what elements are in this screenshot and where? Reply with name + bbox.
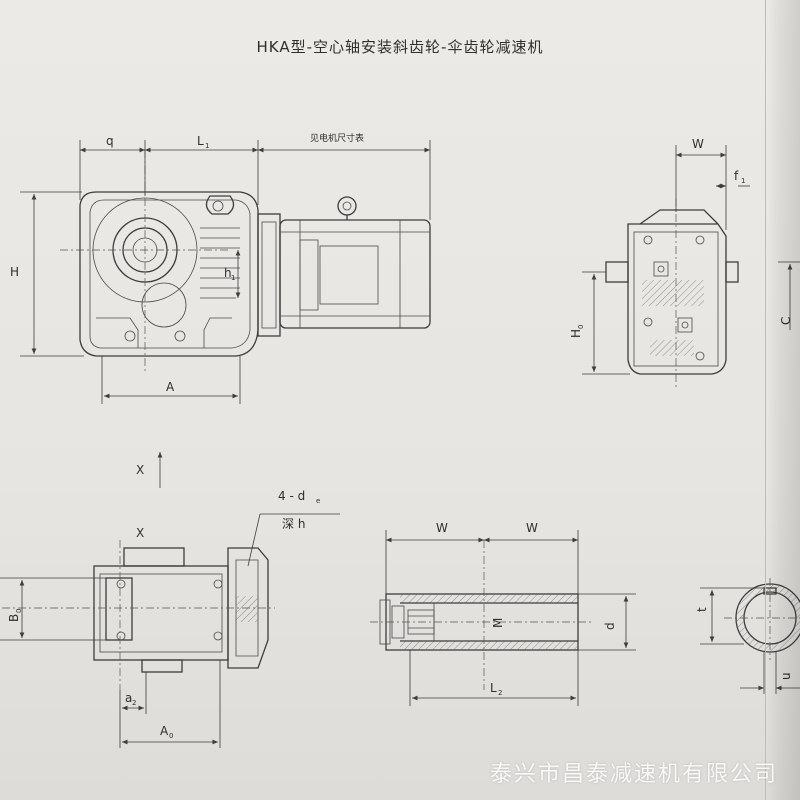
label-W-left: W: [436, 521, 448, 535]
label-A0: A: [160, 724, 169, 738]
side-view: [582, 145, 800, 390]
label-X-view: X: [136, 526, 144, 540]
top-view: [0, 513, 340, 748]
label-a2: a: [125, 691, 132, 705]
shaft-cross-section: [700, 578, 800, 694]
label-h1-sub: 1: [231, 274, 235, 282]
label-f1-sub: 1: [741, 177, 745, 185]
label-W: W: [692, 137, 704, 151]
label-A0-sub: 0: [169, 732, 173, 740]
label-d: d: [603, 622, 617, 630]
label-holes: 4 - d: [278, 489, 305, 503]
page-title: HKA型-空心轴安装斜齿轮-伞齿轮减速机: [256, 38, 544, 56]
label-B0: B: [7, 614, 21, 622]
label-H0: H: [569, 329, 583, 338]
label-holes-sub: e: [316, 497, 320, 505]
label-M: M: [491, 618, 505, 628]
label-L1: L: [197, 134, 204, 148]
label-C: C: [779, 317, 793, 325]
label-L1-sub: 1: [205, 142, 209, 150]
company-watermark: 泰兴市昌泰减速机有限公司: [489, 762, 778, 787]
label-u: u: [779, 672, 793, 680]
label-a2-sub: 2: [132, 699, 136, 707]
label-q: q: [106, 134, 114, 148]
label-A: A: [166, 380, 175, 394]
label-H0-sub: 0: [577, 325, 585, 329]
label-X-arrow: X: [136, 463, 144, 477]
motor-note: 见电机尺寸表: [310, 132, 364, 144]
shaft-section: [370, 530, 636, 706]
label-t: t: [695, 607, 709, 612]
label-f1: f: [734, 169, 739, 183]
front-view: [20, 140, 431, 404]
label-B0-sub: 0: [15, 609, 23, 613]
label-L2: L: [490, 681, 497, 695]
label-L2-sub: 2: [498, 689, 502, 697]
label-h1: h: [224, 266, 232, 280]
label-W-right: W: [526, 521, 538, 535]
adjacent-page-edge: [765, 0, 800, 800]
label-H: H: [10, 265, 19, 279]
label-depth: 深 h: [282, 517, 305, 531]
